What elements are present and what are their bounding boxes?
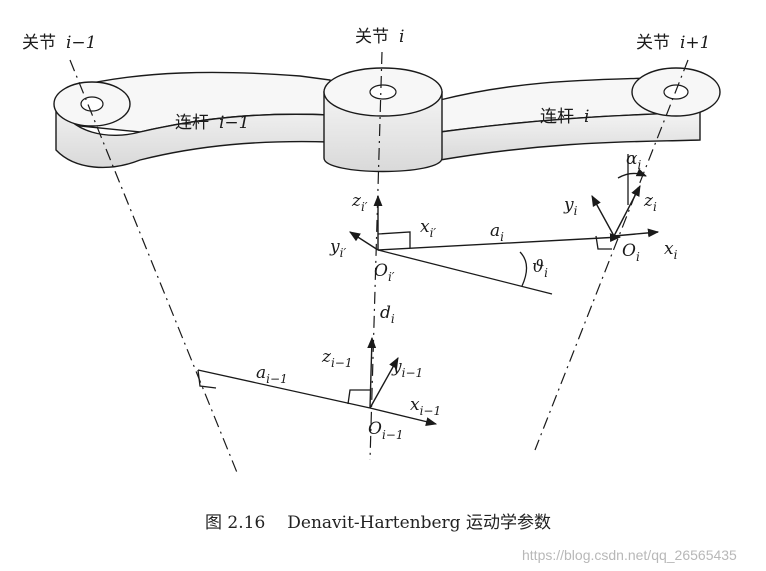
link-body-prev: [53, 71, 331, 169]
right-angle-mark-lower-left: [197, 369, 217, 389]
axis-x-upper: [377, 233, 622, 251]
figure-number: 图 2.16: [205, 513, 265, 533]
label-y-upper: yi′: [329, 237, 346, 260]
frame-lower: zi−1 yi−1 xi−1 Oi−1: [197, 336, 441, 442]
joint-axis-next: [534, 59, 689, 451]
param-d-i: di: [380, 303, 395, 326]
figure-caption: 图 2.16 Denavit-Hartenberg 运动学参数: [205, 513, 551, 533]
param-a-i: ai: [490, 221, 504, 244]
param-theta-i: ϑi: [532, 257, 548, 280]
common-normal-prev: [197, 369, 371, 409]
label-o-upper: Oi′: [374, 261, 395, 284]
joint-axis-prev: [69, 59, 239, 476]
label-y-lower: yi−1: [391, 357, 423, 380]
label-x-upper: xi′: [420, 217, 436, 240]
label-y-right: yi: [563, 195, 578, 218]
label-x-lower: xi−1: [410, 395, 441, 418]
axis-z-lower: [367, 336, 377, 409]
frame-upper: zi′ xi′ yi′ Oi′: [329, 191, 622, 295]
label-o-lower: Oi−1: [368, 419, 403, 442]
right-angle-mark-upper: [377, 231, 411, 248]
figure-title: Denavit-Hartenberg 运动学参数: [287, 513, 551, 533]
link-body-cur: [439, 67, 721, 161]
watermark: https://blog.csdn.net/qq_26565435: [522, 547, 737, 563]
label-z-lower: zi−1: [321, 347, 353, 370]
axis-x-right: [613, 228, 660, 238]
alpha-arc: [617, 168, 647, 179]
label-o-right: Oi: [622, 241, 640, 264]
axis-x-lower: [369, 407, 438, 426]
rotated-x-line: [377, 249, 553, 295]
axis-y-right: [591, 195, 615, 237]
label-z-right: zi: [643, 191, 657, 214]
right-angle-mark-right: [595, 235, 612, 250]
frame-right: zi yi xi Oi: [563, 154, 678, 264]
joint-axis-cur: [369, 51, 383, 461]
param-alpha-i: αi: [626, 149, 641, 172]
right-angle-mark-lower: [347, 389, 370, 405]
theta-arc: [519, 251, 528, 287]
axis-y-upper: [349, 231, 379, 251]
label-x-right: xi: [664, 239, 678, 262]
axis-y-lower: [369, 357, 399, 409]
axis-z-right: [613, 185, 641, 237]
joint-cylinder-cur: [323, 67, 443, 173]
label-z-upper: zi′: [351, 191, 368, 214]
param-a-prev: ai−1: [256, 363, 288, 386]
